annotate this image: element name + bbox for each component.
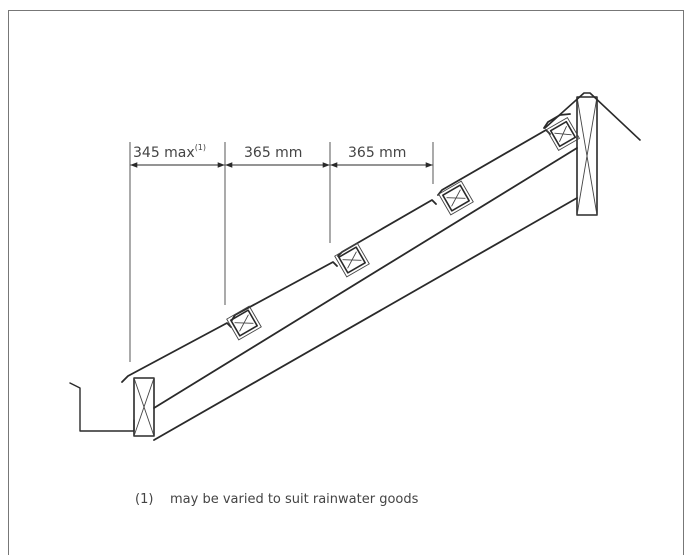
tile-1 xyxy=(121,322,232,383)
battens xyxy=(226,116,581,341)
dimension-label-eaves: 345 max(1) xyxy=(133,143,206,161)
ridge-capping xyxy=(544,92,641,141)
dimension-extension-lines xyxy=(129,142,434,362)
batten-1 xyxy=(226,305,262,341)
footnote-text: may be varied to suit rainwater goods xyxy=(170,492,419,507)
figure-frame xyxy=(8,10,684,555)
footnote-marker: (1) xyxy=(135,492,153,507)
dimension-label-gauge-2: 365 mm xyxy=(348,145,406,161)
gutter xyxy=(69,382,135,432)
tile-5 xyxy=(543,113,571,129)
rafter-bottom xyxy=(153,197,578,441)
ridge-post xyxy=(576,96,598,216)
tile-2 xyxy=(231,261,338,321)
rafter-top xyxy=(153,147,578,409)
batten-4 xyxy=(545,116,581,152)
dimension-label-gauge-1: 365 mm xyxy=(244,145,302,161)
batten-3 xyxy=(438,180,474,216)
batten-2 xyxy=(334,242,370,278)
tile-3 xyxy=(337,199,437,257)
fascia-post xyxy=(133,377,155,437)
